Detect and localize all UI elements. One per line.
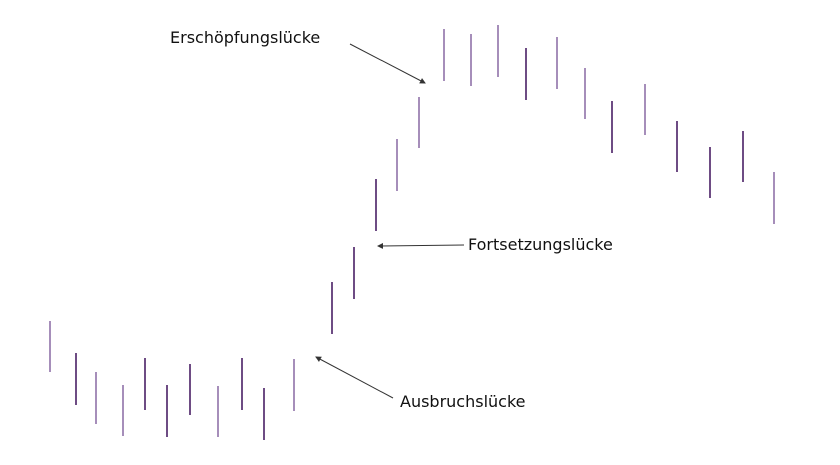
continuation-gap-arrow [377,242,465,249]
continuation-gap-label: Fortsetzungslücke [468,235,613,254]
exhaustion-gap-label: Erschöpfungslücke [170,28,321,47]
breakaway-gap-arrow [315,356,394,399]
breakaway-gap-label: Ausbruchslücke [400,392,526,411]
exhaustion-gap-arrow [349,43,426,84]
